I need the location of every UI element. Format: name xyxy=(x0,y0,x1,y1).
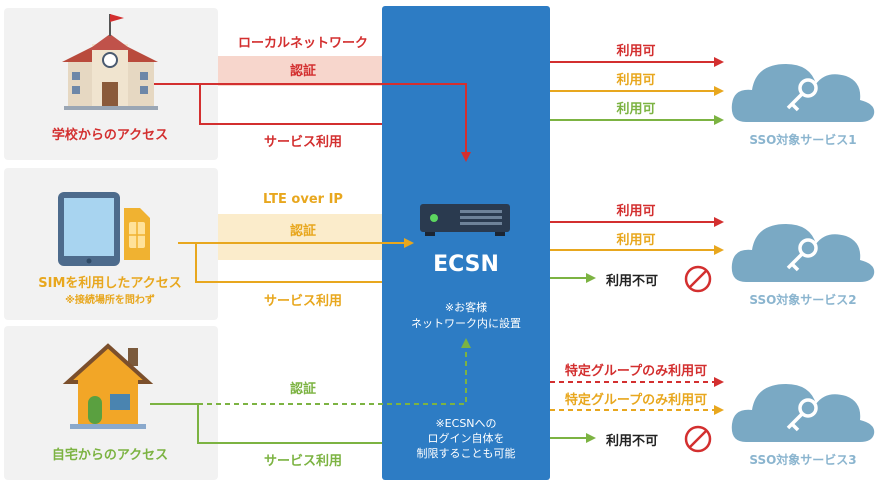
service3-output-red: 特定グループのみ利用可 xyxy=(564,364,708,379)
tablet-sim-icon xyxy=(58,192,150,266)
school-auth-band xyxy=(218,56,382,86)
server-icon xyxy=(420,204,510,236)
home-auth-label: 認証 xyxy=(289,382,317,397)
service2-output-green: 利用不可 xyxy=(606,274,659,289)
home-lines xyxy=(150,338,471,444)
service1-output-orange: 利用可 xyxy=(616,73,656,88)
school-label: 学校からのアクセス xyxy=(51,128,169,143)
service1-output-green: 利用可 xyxy=(616,102,656,117)
sim-note: ※接続場所を問わず xyxy=(65,295,155,306)
school-service-label: サービス利用 xyxy=(263,135,343,150)
ecsn-title: ECSN xyxy=(433,252,499,277)
sim-auth-band xyxy=(218,214,382,260)
ecsn-note2-line3: 制限することも可能 xyxy=(416,447,516,460)
service2-arrows xyxy=(550,217,724,283)
service3-arrows xyxy=(550,377,724,443)
school-building-icon xyxy=(62,14,158,110)
home-label: 自宅からのアクセス xyxy=(51,448,169,463)
school-lines xyxy=(150,83,471,162)
ecsn-note-line1: ※お客様 xyxy=(444,301,488,314)
sim-network-label: LTE over IP xyxy=(263,192,343,207)
service1-label: SSO対象サービス1 xyxy=(749,133,857,147)
service2-output-red: 利用可 xyxy=(616,204,656,219)
key-cloud-icon xyxy=(731,64,875,122)
house-icon xyxy=(62,343,154,429)
key-cloud-icon xyxy=(731,384,875,442)
ecsn-note-line2: ネットワーク内に設置 xyxy=(411,317,521,330)
ecsn-note2-line1: ※ECSNへの xyxy=(435,417,497,430)
home-service-label: サービス利用 xyxy=(263,454,343,469)
school-auth-label: 認証 xyxy=(289,64,317,79)
service2-output-orange: 利用可 xyxy=(616,233,656,248)
sim-lines xyxy=(178,238,414,283)
service3-output-green: 利用不可 xyxy=(606,434,659,449)
service3-label: SSO対象サービス3 xyxy=(749,453,857,467)
sim-service-label: サービス利用 xyxy=(263,294,343,309)
service1-arrows xyxy=(550,57,724,125)
ecsn-note2-line2: ログイン自体を xyxy=(427,432,505,445)
prohibited-icon xyxy=(684,265,712,293)
service1-output-red: 利用可 xyxy=(616,44,656,59)
sim-label: SIMを利用したアクセス xyxy=(38,276,182,291)
key-cloud-icon xyxy=(731,224,875,282)
school-network-label: ローカルネットワーク xyxy=(237,36,369,51)
service2-label: SSO対象サービス2 xyxy=(749,293,857,307)
service3-output-orange: 特定グループのみ利用可 xyxy=(564,393,708,408)
sim-auth-label: 認証 xyxy=(289,224,317,239)
prohibited-icon xyxy=(684,425,712,453)
